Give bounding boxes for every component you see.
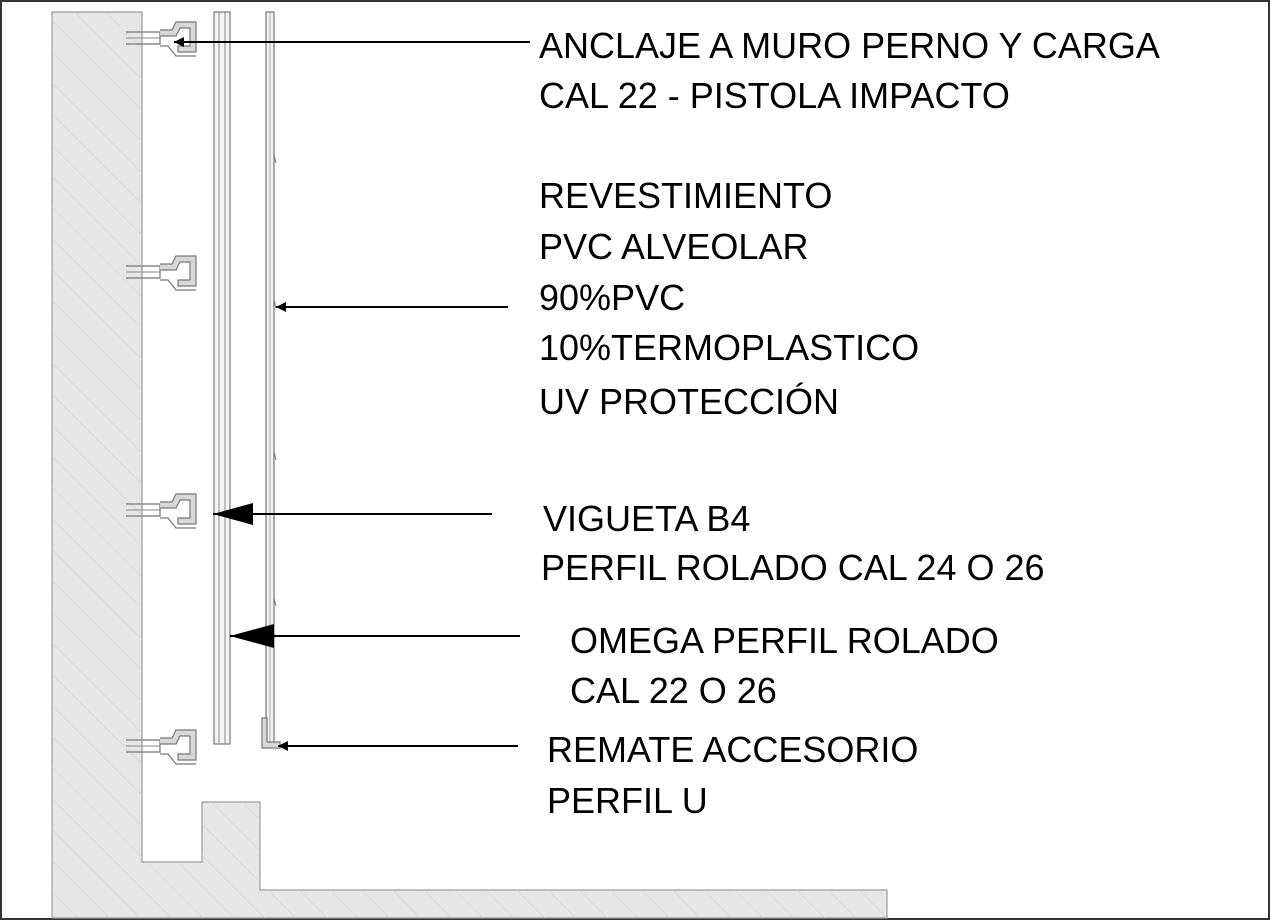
arrowhead-omega bbox=[230, 624, 274, 648]
label-omega-line2: CAL 22 O 26 bbox=[570, 670, 777, 711]
label-remate-line2: PERFIL U bbox=[547, 780, 708, 821]
label-remate-line1: REMATE ACCESORIO bbox=[547, 729, 918, 770]
label-anclaje-line1: ANCLAJE A MURO PERNO Y CARGA bbox=[539, 25, 1160, 66]
label-revestimiento-line5: UV PROTECCIÓN bbox=[539, 381, 839, 422]
label-revestimiento-line1: REVESTIMIENTO bbox=[539, 175, 832, 216]
label-omega-line1: OMEGA PERFIL ROLADO bbox=[570, 620, 999, 661]
vigueta-joist bbox=[213, 11, 231, 745]
concrete-wall bbox=[51, 11, 888, 919]
label-revestimiento-line4: 10%TERMOPLASTICO bbox=[539, 327, 919, 368]
wall-anchor bbox=[126, 729, 197, 765]
label-anclaje-line2: CAL 22 - PISTOLA IMPACTO bbox=[539, 75, 1010, 116]
label-vigueta-line1: VIGUETA B4 bbox=[543, 498, 750, 539]
label-revestimiento-line2: PVC ALVEOLAR bbox=[539, 226, 808, 267]
label-revestimiento-line3: 90%PVC bbox=[539, 277, 685, 318]
arrowhead-vigueta bbox=[213, 503, 253, 525]
wall-anchor bbox=[126, 493, 197, 529]
wall-anchor bbox=[126, 255, 197, 291]
label-vigueta-line2: PERFIL ROLADO CAL 24 O 26 bbox=[541, 547, 1045, 588]
